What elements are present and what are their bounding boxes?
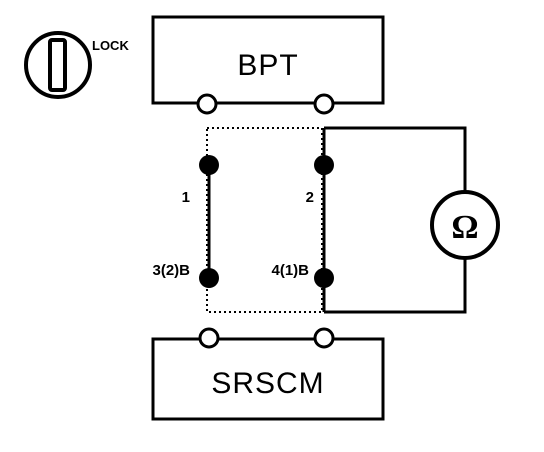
srscm-box [151, 337, 385, 421]
pin-1-label: 1 [182, 189, 190, 206]
pin-4-label: 4(1)B [271, 262, 309, 279]
bpt-terminal-left [196, 93, 218, 115]
pin-3 [199, 268, 219, 288]
pin-2-label: 2 [306, 189, 314, 206]
bpt-terminal-right [313, 93, 335, 115]
bpt-label: BPT [237, 49, 298, 82]
pin-1 [199, 155, 219, 175]
pin-4 [314, 268, 334, 288]
srscm-label: SRSCM [211, 367, 324, 400]
ohm-symbol: Ω [451, 209, 478, 246]
ohmmeter-icon: Ω [430, 190, 500, 260]
pin-3-label: 3(2)B [152, 262, 190, 279]
meter-lead-bottom [324, 258, 467, 314]
pin-2 [314, 155, 334, 175]
srscm-terminal-left [198, 327, 220, 349]
ignition-key-icon [24, 31, 92, 99]
bpt-box [151, 15, 385, 105]
meter-lead-top [324, 126, 467, 193]
srscm-terminal-right [313, 327, 335, 349]
lock-label: LOCK [92, 38, 129, 53]
connector-outline [206, 127, 323, 313]
